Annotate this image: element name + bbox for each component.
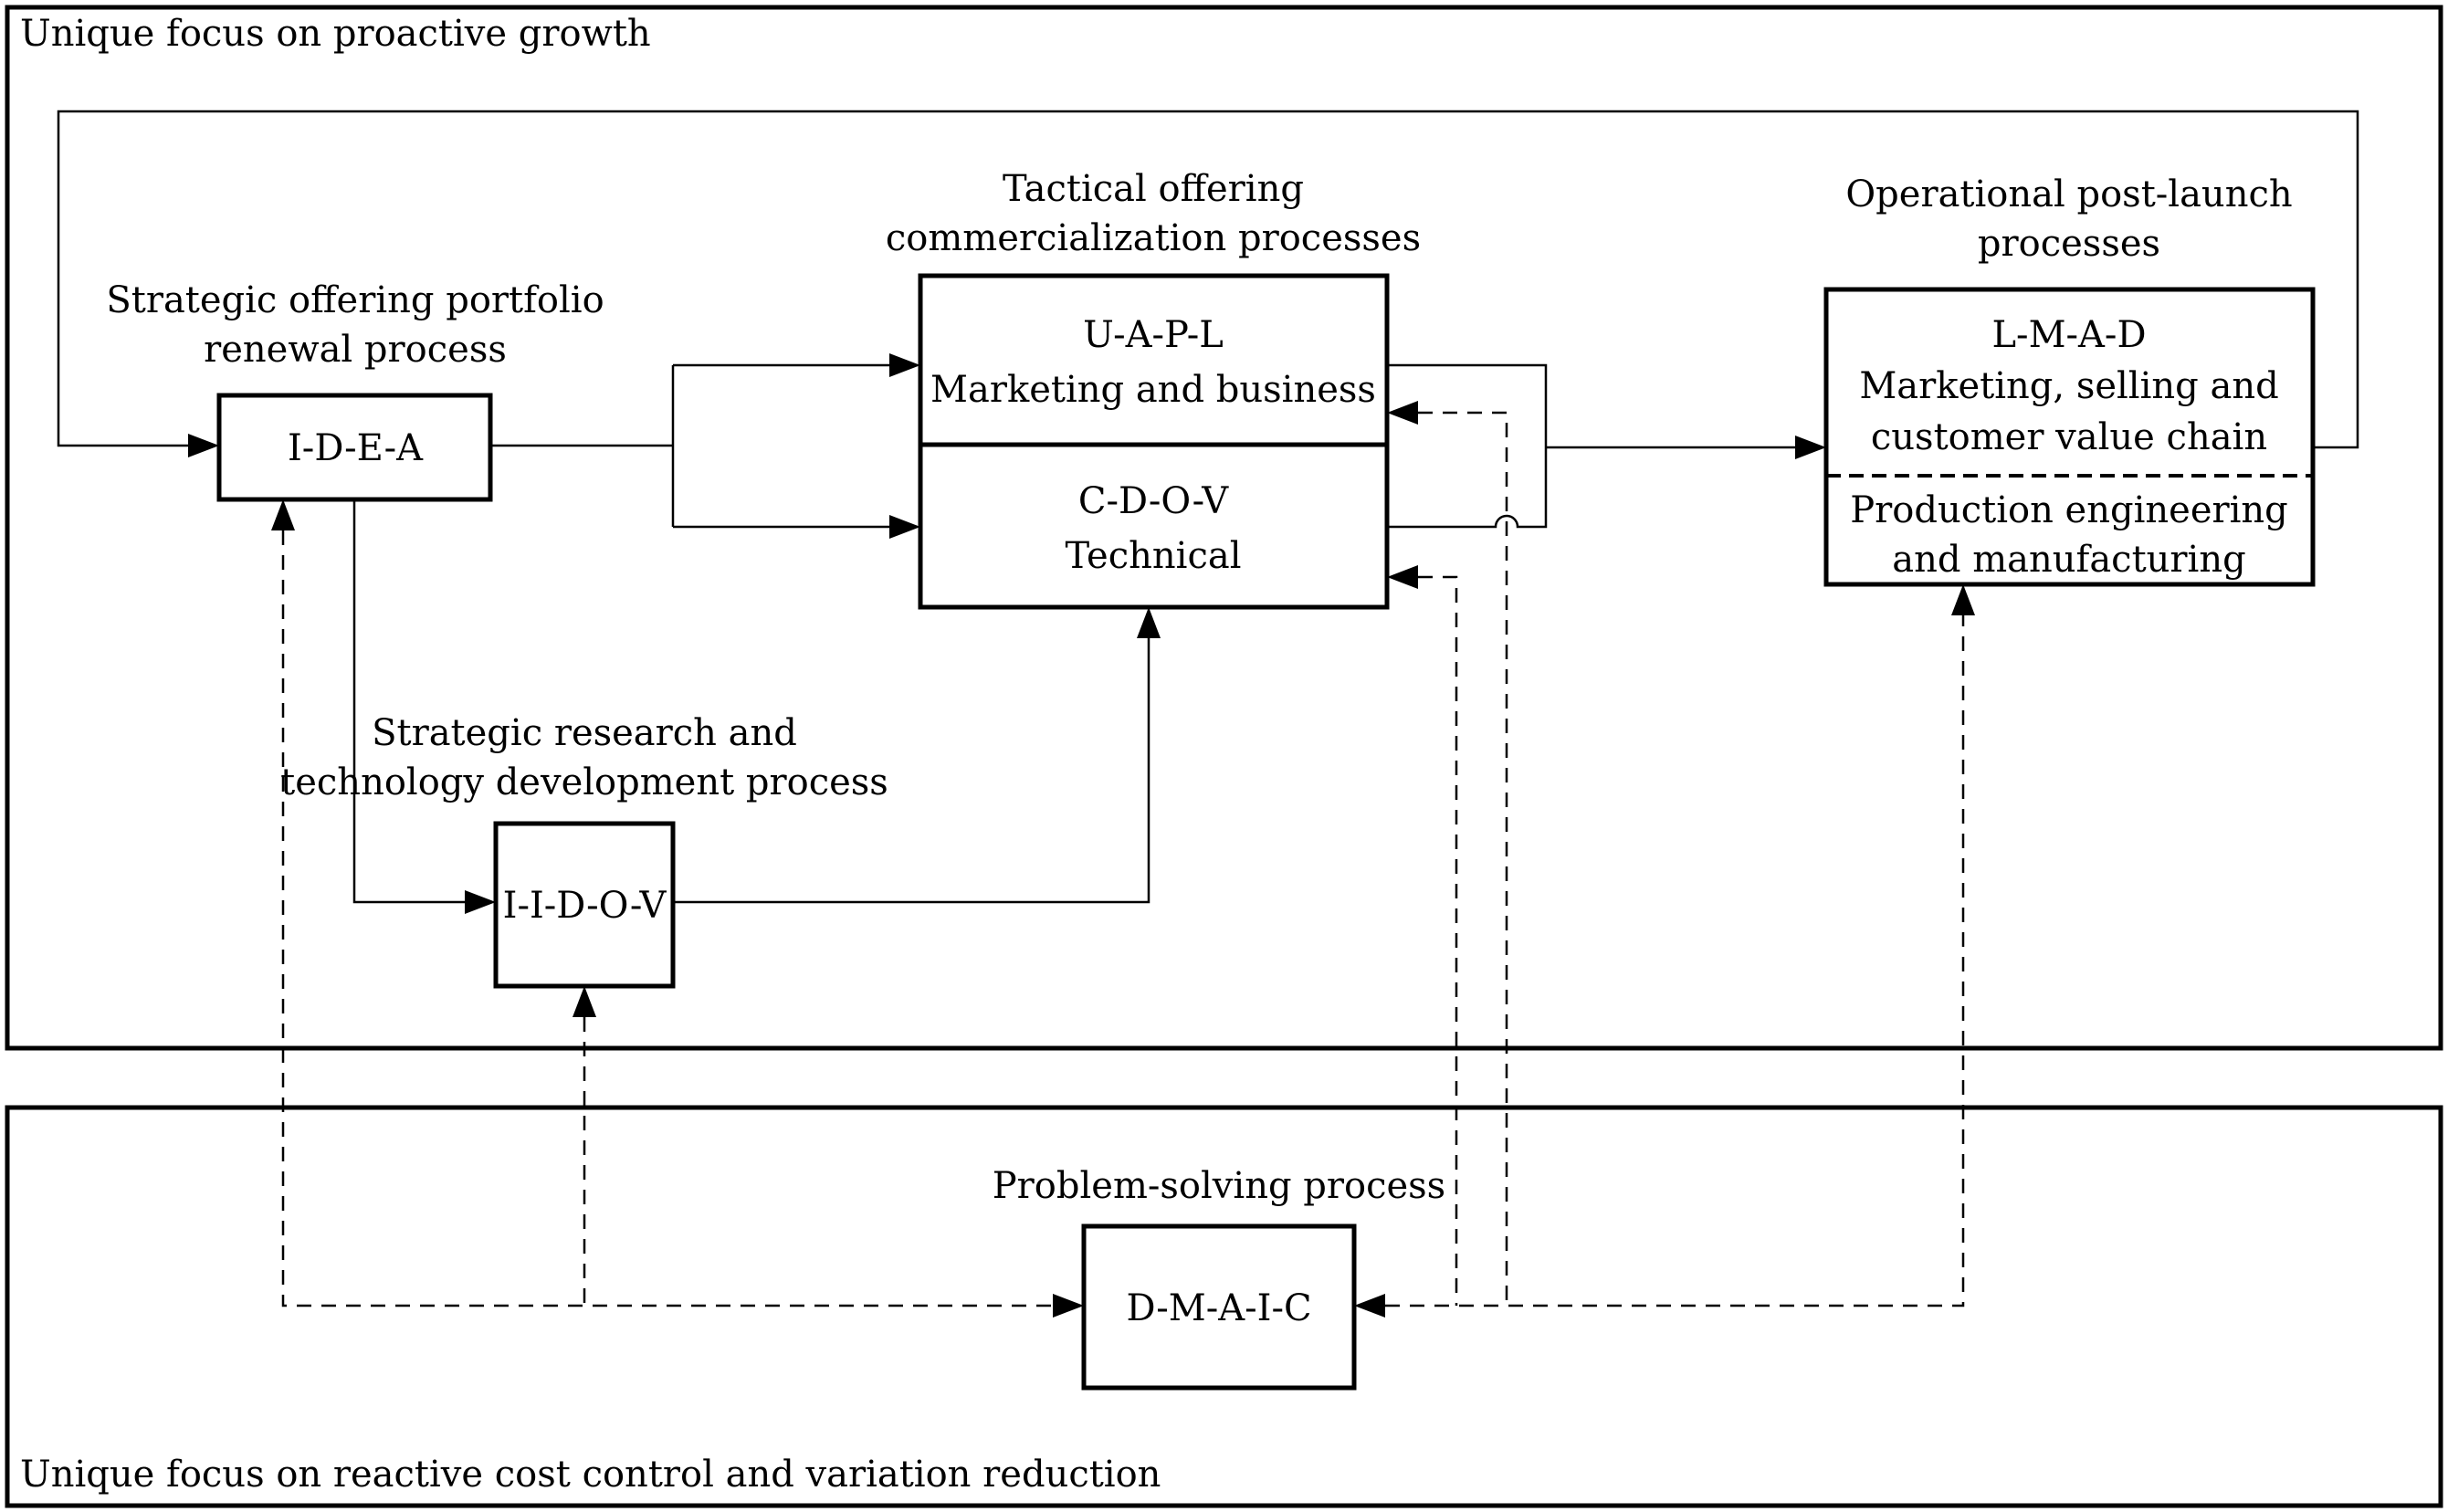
iidov-code: I-I-D-O-V bbox=[503, 885, 667, 927]
arrowhead-dashed-into-iidov-bottom bbox=[573, 986, 596, 1017]
uapl-code: U-A-P-L bbox=[1083, 314, 1224, 356]
edge-idea-to-tactical-branch bbox=[490, 363, 889, 529]
edge-operational-feedback-loop-to-idea bbox=[57, 110, 2359, 449]
edge-dashed-to-uapl bbox=[1418, 411, 1508, 1306]
arrowhead-into-idea-left bbox=[188, 434, 219, 457]
edge-dashed-dmaic-right-network bbox=[1385, 615, 1965, 1307]
operational-title-line1: Operational post-launch bbox=[1845, 173, 2292, 215]
arrowhead-into-uapl-left bbox=[889, 353, 920, 377]
cdov-label: Technical bbox=[1065, 535, 1241, 577]
reactive-cost-container bbox=[5, 1105, 2443, 1508]
idea-box bbox=[216, 393, 493, 502]
research-title-line1: Strategic research and bbox=[372, 712, 797, 754]
edge-iidov-to-tactical bbox=[673, 638, 1150, 904]
problem-solving-title: Problem-solving process bbox=[993, 1165, 1445, 1207]
lmad-upper-line2: customer value chain bbox=[1871, 416, 2267, 458]
arrowhead-dashed-into-dmaic-right bbox=[1354, 1294, 1385, 1318]
arrowhead-into-cdov-left bbox=[889, 515, 920, 539]
tactical-box bbox=[918, 273, 1390, 610]
edge-dashed-to-cdov bbox=[1418, 575, 1458, 1306]
cdov-code: C-D-O-V bbox=[1078, 480, 1229, 522]
lmad-lower-line2: and manufacturing bbox=[1892, 539, 2245, 581]
lmad-upper-line1: Marketing, selling and bbox=[1859, 365, 2278, 407]
reactive-cost-label: Unique focus on reactive cost control an… bbox=[20, 1454, 1161, 1496]
edge-tactical-to-operational-merge bbox=[1387, 363, 1795, 529]
arrowhead-dashed-into-cdov-right bbox=[1387, 565, 1418, 589]
research-title-line2: technology development process bbox=[280, 761, 888, 803]
arrowhead-dashed-into-idea-bottom bbox=[271, 499, 295, 530]
idea-title-line2: renewal process bbox=[204, 329, 507, 371]
idea-title-line1: Strategic offering portfolio bbox=[106, 279, 604, 321]
proactive-growth-label: Unique focus on proactive growth bbox=[20, 13, 651, 55]
edge-dashed-dmaic-left-network bbox=[281, 530, 1053, 1307]
arrowhead-dashed-into-dmaic-left bbox=[1053, 1294, 1084, 1318]
iidov-box bbox=[493, 821, 676, 989]
operational-box bbox=[1823, 287, 2316, 587]
lmad-lower-line1: Production engineering bbox=[1850, 489, 2288, 531]
proactive-growth-container bbox=[5, 5, 2443, 1051]
arrowhead-dashed-into-operational-bottom bbox=[1951, 584, 1975, 615]
dmaic-code: D-M-A-I-C bbox=[1126, 1287, 1311, 1329]
idea-code: I-D-E-A bbox=[288, 427, 424, 469]
arrowhead-dashed-into-uapl-right bbox=[1387, 401, 1418, 425]
operational-title-line2: processes bbox=[1978, 223, 2160, 265]
edge-idea-to-iidov bbox=[352, 499, 465, 904]
uapl-label: Marketing and business bbox=[930, 369, 1376, 411]
lmad-code: L-M-A-D bbox=[1991, 314, 2146, 356]
arrowhead-into-iidov-left bbox=[465, 890, 496, 914]
arrowhead-into-operational-left bbox=[1795, 436, 1826, 459]
dmaic-box bbox=[1081, 1223, 1357, 1391]
tactical-title-line1: Tactical offering bbox=[1003, 168, 1304, 210]
arrowhead-into-tactical-bottom bbox=[1137, 607, 1161, 638]
tactical-title-line2: commercialization processes bbox=[886, 217, 1421, 259]
